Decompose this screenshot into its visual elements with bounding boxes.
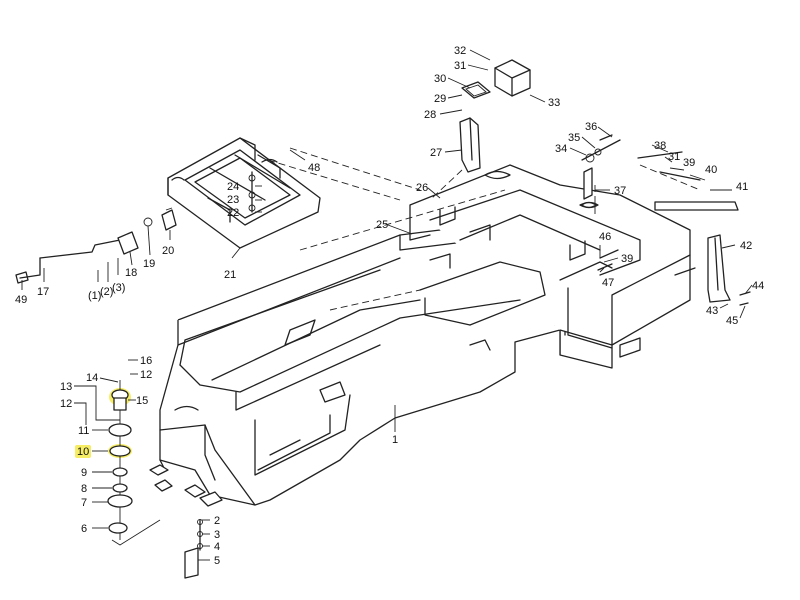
callout-20: 20 bbox=[162, 245, 174, 257]
callout-46: 46 bbox=[599, 231, 611, 243]
bottom-fasteners bbox=[184, 519, 203, 579]
callout-16: 16 bbox=[140, 355, 152, 367]
fasteners-22-24 bbox=[248, 171, 256, 213]
callout-13: 13 bbox=[60, 381, 72, 393]
callout-labels: 32 31 30 29 28 33 27 36 35 34 37 38 31 3… bbox=[15, 45, 764, 567]
callout-17: 17 bbox=[37, 286, 49, 298]
callout-1-paren: (1) bbox=[88, 290, 101, 302]
callout-5: 5 bbox=[214, 555, 220, 567]
callout-26: 26 bbox=[416, 182, 428, 194]
callout-23: 23 bbox=[227, 194, 239, 206]
brackets-42-46 bbox=[597, 234, 751, 306]
callout-7: 7 bbox=[81, 497, 87, 509]
callout-18: 18 bbox=[125, 267, 137, 279]
highlight-callout-10 bbox=[75, 445, 91, 458]
callout-9: 9 bbox=[81, 467, 87, 479]
callout-4: 4 bbox=[214, 541, 220, 553]
callout-1: 1 bbox=[392, 434, 398, 446]
callout-45: 45 bbox=[726, 315, 738, 327]
callout-40: 40 bbox=[705, 164, 717, 176]
tower-bracket bbox=[459, 117, 481, 173]
callout-34: 34 bbox=[555, 143, 567, 155]
callout-39-lower: 39 bbox=[621, 253, 633, 265]
callout-15: 15 bbox=[136, 395, 148, 407]
callout-12-left: 12 bbox=[60, 398, 72, 410]
callout-21: 21 bbox=[224, 269, 236, 281]
callout-19: 19 bbox=[143, 258, 155, 270]
callout-44: 44 bbox=[752, 280, 764, 292]
callout-38: 38 bbox=[654, 140, 666, 152]
callout-10: 10 bbox=[77, 446, 89, 458]
callout-37: 37 bbox=[614, 185, 626, 197]
callout-3-paren: (3) bbox=[112, 282, 125, 294]
callout-14: 14 bbox=[86, 372, 98, 384]
callout-28: 28 bbox=[424, 109, 436, 121]
callout-24: 24 bbox=[227, 181, 239, 193]
callout-47: 47 bbox=[602, 277, 614, 289]
callout-35: 35 bbox=[568, 132, 580, 144]
linkage-parts bbox=[15, 207, 177, 284]
dashed-reference-lines bbox=[267, 147, 701, 311]
callout-42: 42 bbox=[740, 240, 752, 252]
callout-22: 22 bbox=[227, 207, 239, 219]
callout-6: 6 bbox=[81, 523, 87, 535]
rear-compartment bbox=[409, 164, 696, 358]
rods-38-41 bbox=[637, 151, 739, 211]
callout-48: 48 bbox=[308, 162, 320, 174]
callout-36: 36 bbox=[585, 121, 597, 133]
callout-39: 39 bbox=[683, 157, 695, 169]
callout-2-paren: (2) bbox=[100, 286, 113, 298]
callout-33: 33 bbox=[548, 97, 560, 109]
callout-11: 11 bbox=[78, 425, 89, 437]
spindle-stack bbox=[107, 380, 223, 546]
callout-25: 25 bbox=[376, 219, 388, 231]
callout-2: 2 bbox=[214, 515, 220, 527]
callout-12-right: 12 bbox=[140, 369, 152, 381]
leader-lines bbox=[21, 49, 753, 561]
callout-29: 29 bbox=[434, 93, 446, 105]
top-housing bbox=[461, 59, 531, 99]
callout-30: 30 bbox=[434, 73, 446, 85]
callout-32: 32 bbox=[454, 45, 466, 57]
callout-43: 43 bbox=[706, 305, 718, 317]
callout-31: 31 bbox=[454, 60, 466, 72]
callout-27: 27 bbox=[430, 147, 442, 159]
callout-31-right: 31 bbox=[668, 151, 680, 163]
callout-41: 41 bbox=[736, 181, 748, 193]
lever-assembly bbox=[581, 134, 621, 209]
callout-49: 49 bbox=[15, 294, 27, 306]
callout-3: 3 bbox=[214, 529, 220, 541]
callout-8: 8 bbox=[81, 483, 87, 495]
seat-plate bbox=[167, 137, 321, 249]
